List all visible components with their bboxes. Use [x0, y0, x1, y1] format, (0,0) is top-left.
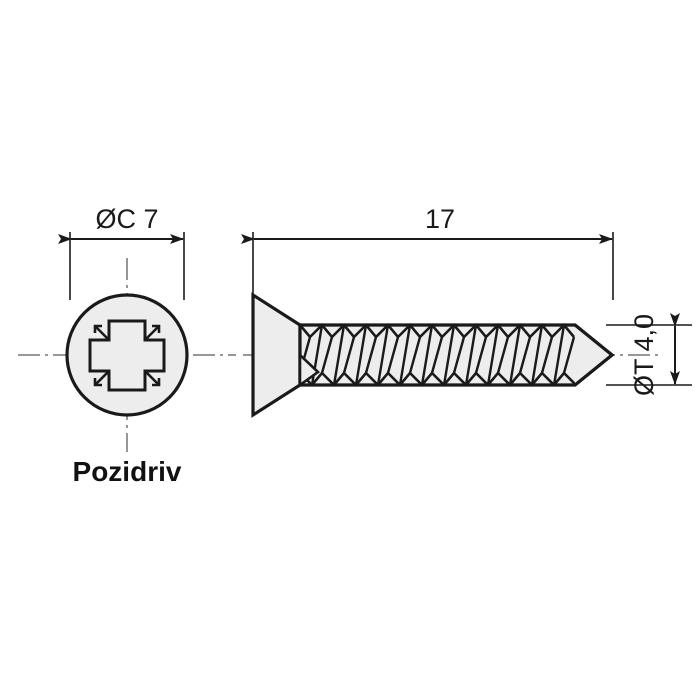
drive-type-label: Pozidriv	[73, 456, 182, 487]
pozidriv-tick-marks	[93, 324, 161, 387]
countersunk-head-profile	[251, 292, 302, 418]
diameter-dimension-label: ØC 7	[95, 204, 158, 234]
thread-diameter-dimension-label: ØT 4,0	[629, 314, 659, 396]
screw-tip-cone	[573, 323, 615, 387]
thread-root-lower	[299, 371, 577, 387]
thread-lead-in-notch	[298, 351, 321, 388]
thread-flank-lines	[298, 324, 576, 386]
thread-crest-upper	[299, 323, 575, 339]
side-view-group: 17	[241, 204, 692, 418]
front-view-group: ØC 7 Pozidriv	[18, 204, 236, 487]
length-dimension-label: 17	[425, 204, 455, 234]
